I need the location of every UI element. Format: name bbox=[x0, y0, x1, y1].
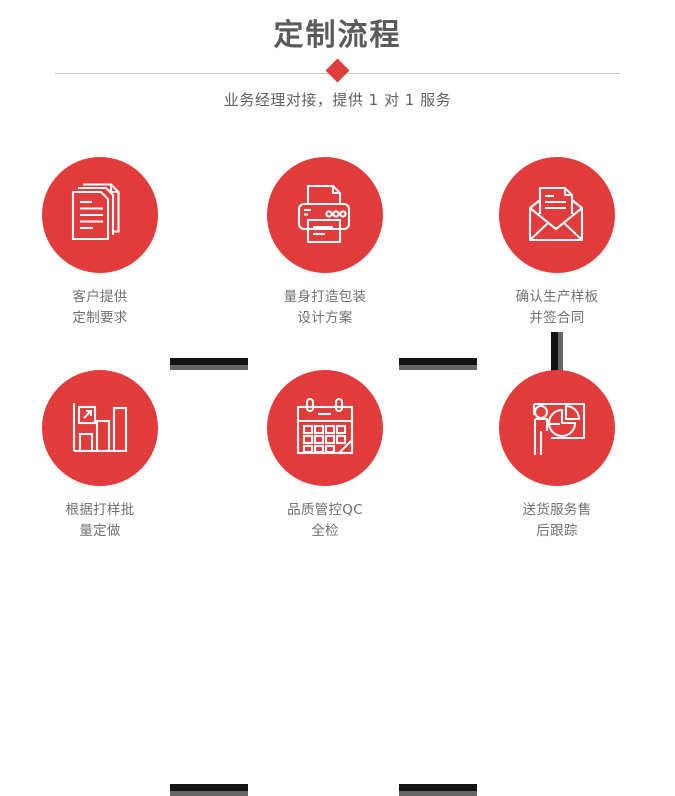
documents-stack-icon bbox=[71, 183, 120, 241]
step-6-caption: 送货服务售 后跟踪 bbox=[522, 502, 592, 539]
page-subtitle: 业务经理对接，提供 1 对 1 服务 bbox=[223, 91, 452, 109]
connector-shadow bbox=[399, 365, 477, 370]
connector-shadow bbox=[170, 365, 248, 370]
step-5-icon-circle bbox=[267, 370, 383, 486]
connector-bar bbox=[399, 358, 477, 365]
step-3-icon-circle bbox=[499, 157, 615, 273]
connector-step1-step2 bbox=[170, 358, 248, 370]
connector-bar bbox=[551, 332, 558, 372]
title-divider bbox=[0, 58, 675, 90]
envelope-document-icon bbox=[528, 186, 584, 242]
step-1-caption: 客户提供 定制要求 bbox=[72, 289, 128, 326]
calendar-icon bbox=[296, 397, 354, 455]
process-step-5: 品质管控QC 全检 bbox=[235, 363, 415, 583]
printer-icon bbox=[297, 184, 351, 244]
connector-bar bbox=[399, 784, 477, 791]
presenter-pie-chart-icon bbox=[532, 402, 586, 455]
connector-step3-step6 bbox=[551, 332, 563, 372]
step-2-caption: 量身打造包装 设计方案 bbox=[283, 289, 367, 326]
connector-step5-step6 bbox=[399, 784, 477, 796]
process-step-1: 客户提供 定制要求 bbox=[10, 150, 190, 370]
process-step-3: 确认生产样板 并签合同 bbox=[467, 150, 647, 370]
process-row-bottom: 根据打样批 量定做 bbox=[0, 363, 675, 796]
diamond-icon bbox=[325, 58, 350, 83]
custom-process-infographic: 定制流程 业务经理对接，提供 1 对 1 服务 bbox=[0, 18, 675, 796]
connector-shadow bbox=[170, 791, 248, 796]
page-title: 定制流程 bbox=[273, 18, 402, 53]
process-step-4: 根据打样批 量定做 bbox=[10, 363, 190, 583]
connector-bar bbox=[170, 358, 248, 365]
step-4-caption: 根据打样批 量定做 bbox=[65, 502, 135, 539]
bar-chart-growth-icon bbox=[72, 403, 128, 453]
connector-shadow bbox=[558, 332, 563, 372]
connector-step2-step3 bbox=[399, 358, 477, 370]
step-4-icon-circle bbox=[42, 370, 158, 486]
process-step-2: 量身打造包装 设计方案 bbox=[235, 150, 415, 370]
process-step-6: 送货服务售 后跟踪 bbox=[467, 363, 647, 583]
step-2-icon-circle bbox=[267, 157, 383, 273]
step-6-icon-circle bbox=[499, 370, 615, 486]
process-row-top: 客户提供 定制要求 bbox=[0, 150, 675, 370]
connector-shadow bbox=[399, 791, 477, 796]
step-3-caption: 确认生产样板 并签合同 bbox=[515, 289, 599, 326]
connector-bar bbox=[170, 784, 248, 791]
connector-step4-step5 bbox=[170, 784, 248, 796]
step-5-caption: 品质管控QC 全检 bbox=[287, 502, 363, 539]
step-1-icon-circle bbox=[42, 157, 158, 273]
